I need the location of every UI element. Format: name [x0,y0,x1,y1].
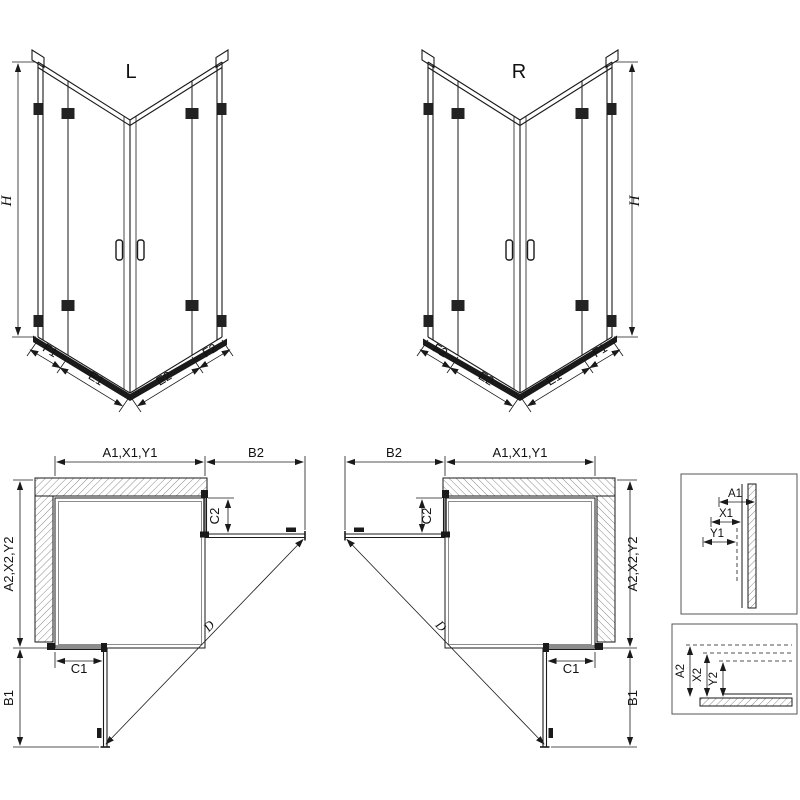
detail-y2-label: Y2 [708,672,720,686]
detail-x1-label: X1 [719,508,733,520]
plan-right-c1-label: C1 [563,661,580,676]
iso-right-height-label: H [627,194,643,207]
plan-left-c1-label: C1 [71,661,88,676]
plan-view-right [345,456,637,747]
iso-right-e1-label: E1 [544,369,564,389]
plan-view-left [13,456,305,747]
iso-view-right [417,50,638,412]
plan-right-c2-label: C2 [419,508,434,525]
iso-left-height-label: H [0,194,15,207]
plan-left-c2-label: C2 [207,508,222,525]
iso-left-e1-label: E1 [86,369,106,389]
iso-left-f1-label: F1 [40,341,60,361]
detail-box-horizontal-profile [671,623,798,715]
plan-left-width-label: A1,X1,Y1 [103,445,158,460]
plan-left-b1-label: B1 [1,690,16,706]
iso-view-left [12,50,233,412]
plan-right-diagonal-label: D [432,617,450,635]
detail-x2-label: X2 [692,668,704,682]
iso-right-f1-label: F1 [590,341,610,361]
plan-left-depth-label: A2,X2,Y2 [1,537,16,592]
plan-right-b1-label: B1 [625,690,640,706]
iso-left-title: L [125,61,136,83]
plan-right-width-label: A1,X1,Y1 [493,445,548,460]
detail-a1-label: A1 [728,488,742,500]
plan-right-depth-label: A2,X2,Y2 [625,537,640,592]
plan-left-diagonal-label: D [199,617,217,635]
detail-a2-label: A2 [675,664,687,678]
detail-y1-label: Y1 [710,528,724,540]
glass-profile-section [747,483,757,609]
plan-right-b2-label: B2 [386,445,402,460]
iso-right-e2-label: E2 [476,369,496,389]
iso-left-f2-label: F2 [200,341,220,361]
iso-right-title: R [512,61,526,83]
plan-left-b2-label: B2 [248,445,264,460]
iso-left-e2-label: E2 [154,369,174,389]
iso-right-f2-label: F2 [430,341,450,361]
detail-box-vertical-profile [680,473,798,615]
glass-profile-section [699,697,793,707]
